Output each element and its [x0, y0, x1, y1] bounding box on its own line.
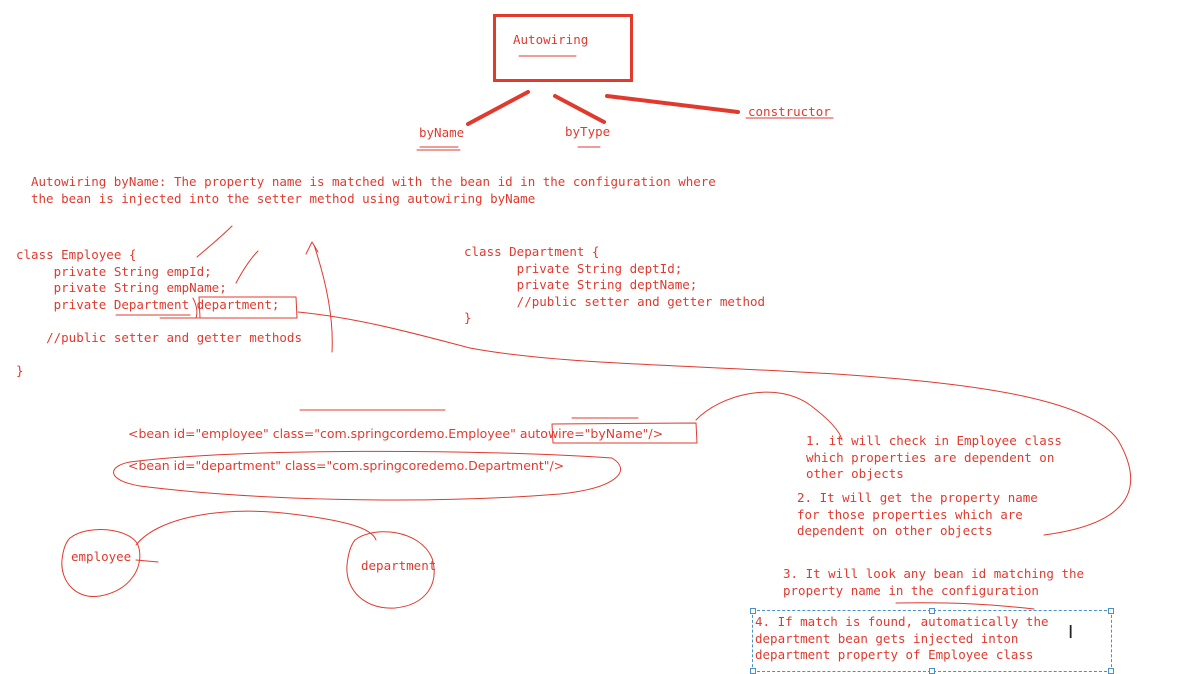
code-line: private String empId; [16, 263, 212, 279]
circle-label-department: department [361, 558, 437, 573]
employee-class-code: class Employee { private String empId; p… [16, 247, 302, 379]
step-line: dependent on other objects [797, 523, 993, 538]
type-byname: byName [419, 125, 465, 140]
code-blank-line [16, 313, 302, 330]
code-line: //public setter and getter method [464, 293, 766, 309]
code-line: } [16, 362, 24, 378]
title-box [493, 14, 633, 82]
resize-handle[interactable] [929, 668, 935, 674]
resize-handle[interactable] [750, 608, 756, 614]
step-line: property name in the configuration [783, 582, 1039, 598]
diagram-title: Autowiring [513, 32, 589, 47]
step-4[interactable]: 4. If match is found, automatically the … [755, 614, 1049, 664]
step-line: 3. It will look any bean id matching the [783, 566, 1085, 581]
step-line: for those properties which are [797, 506, 1023, 522]
definition-line: the bean is injected into the setter met… [31, 190, 536, 206]
code-line: //public setter and getter methods [16, 329, 302, 345]
arc-employee-department [135, 510, 377, 546]
step-2: 2. It will get the property name for tho… [797, 490, 1038, 540]
code-line: class Employee { [16, 247, 137, 262]
step-line: 1. it will check in Employee class [806, 433, 1062, 448]
branch-bytype [553, 94, 606, 124]
resize-handle[interactable] [1108, 668, 1114, 674]
step-line: 2. It will get the property name [797, 490, 1038, 505]
code-blank-line [16, 346, 302, 363]
type-constructor: constructor [748, 104, 831, 119]
text-selection-box[interactable] [750, 608, 1114, 674]
department-class-code: class Department { private String deptId… [464, 244, 765, 327]
bean-employee: <bean id="employee" class="com.springcor… [128, 426, 664, 441]
resize-handle[interactable] [750, 668, 756, 674]
step-line: which properties are dependent on [806, 449, 1055, 465]
code-line: } [464, 310, 472, 325]
step-line: other objects [806, 466, 904, 481]
branch-constructor [605, 94, 740, 114]
code-line: private String empName; [16, 280, 227, 295]
step-line: 4. If match is found, automatically the [755, 614, 1049, 629]
step-line: department property of Employee class [755, 647, 1034, 662]
bean-department: <bean id="department" class="com.springc… [128, 458, 565, 473]
step-3: 3. It will look any bean id matching the… [783, 566, 1084, 599]
code-line: private String deptName; [464, 277, 698, 292]
code-line: class Department { [464, 244, 600, 259]
text-cursor-icon: I [1068, 622, 1074, 643]
code-line: private String deptId; [464, 260, 683, 276]
circle-label-employee: employee [71, 549, 132, 564]
step-line: department bean gets injected inton [755, 630, 1019, 646]
definition-text: Autowiring byName: The property name is … [31, 174, 716, 207]
definition-line: Autowiring byName: The property name is … [31, 174, 716, 189]
code-line: private Department department; [16, 296, 280, 312]
step-1: 1. it will check in Employee class which… [806, 433, 1062, 483]
resize-handle[interactable] [1108, 608, 1114, 614]
type-bytype: byType [565, 124, 611, 139]
branch-byname [466, 90, 530, 126]
